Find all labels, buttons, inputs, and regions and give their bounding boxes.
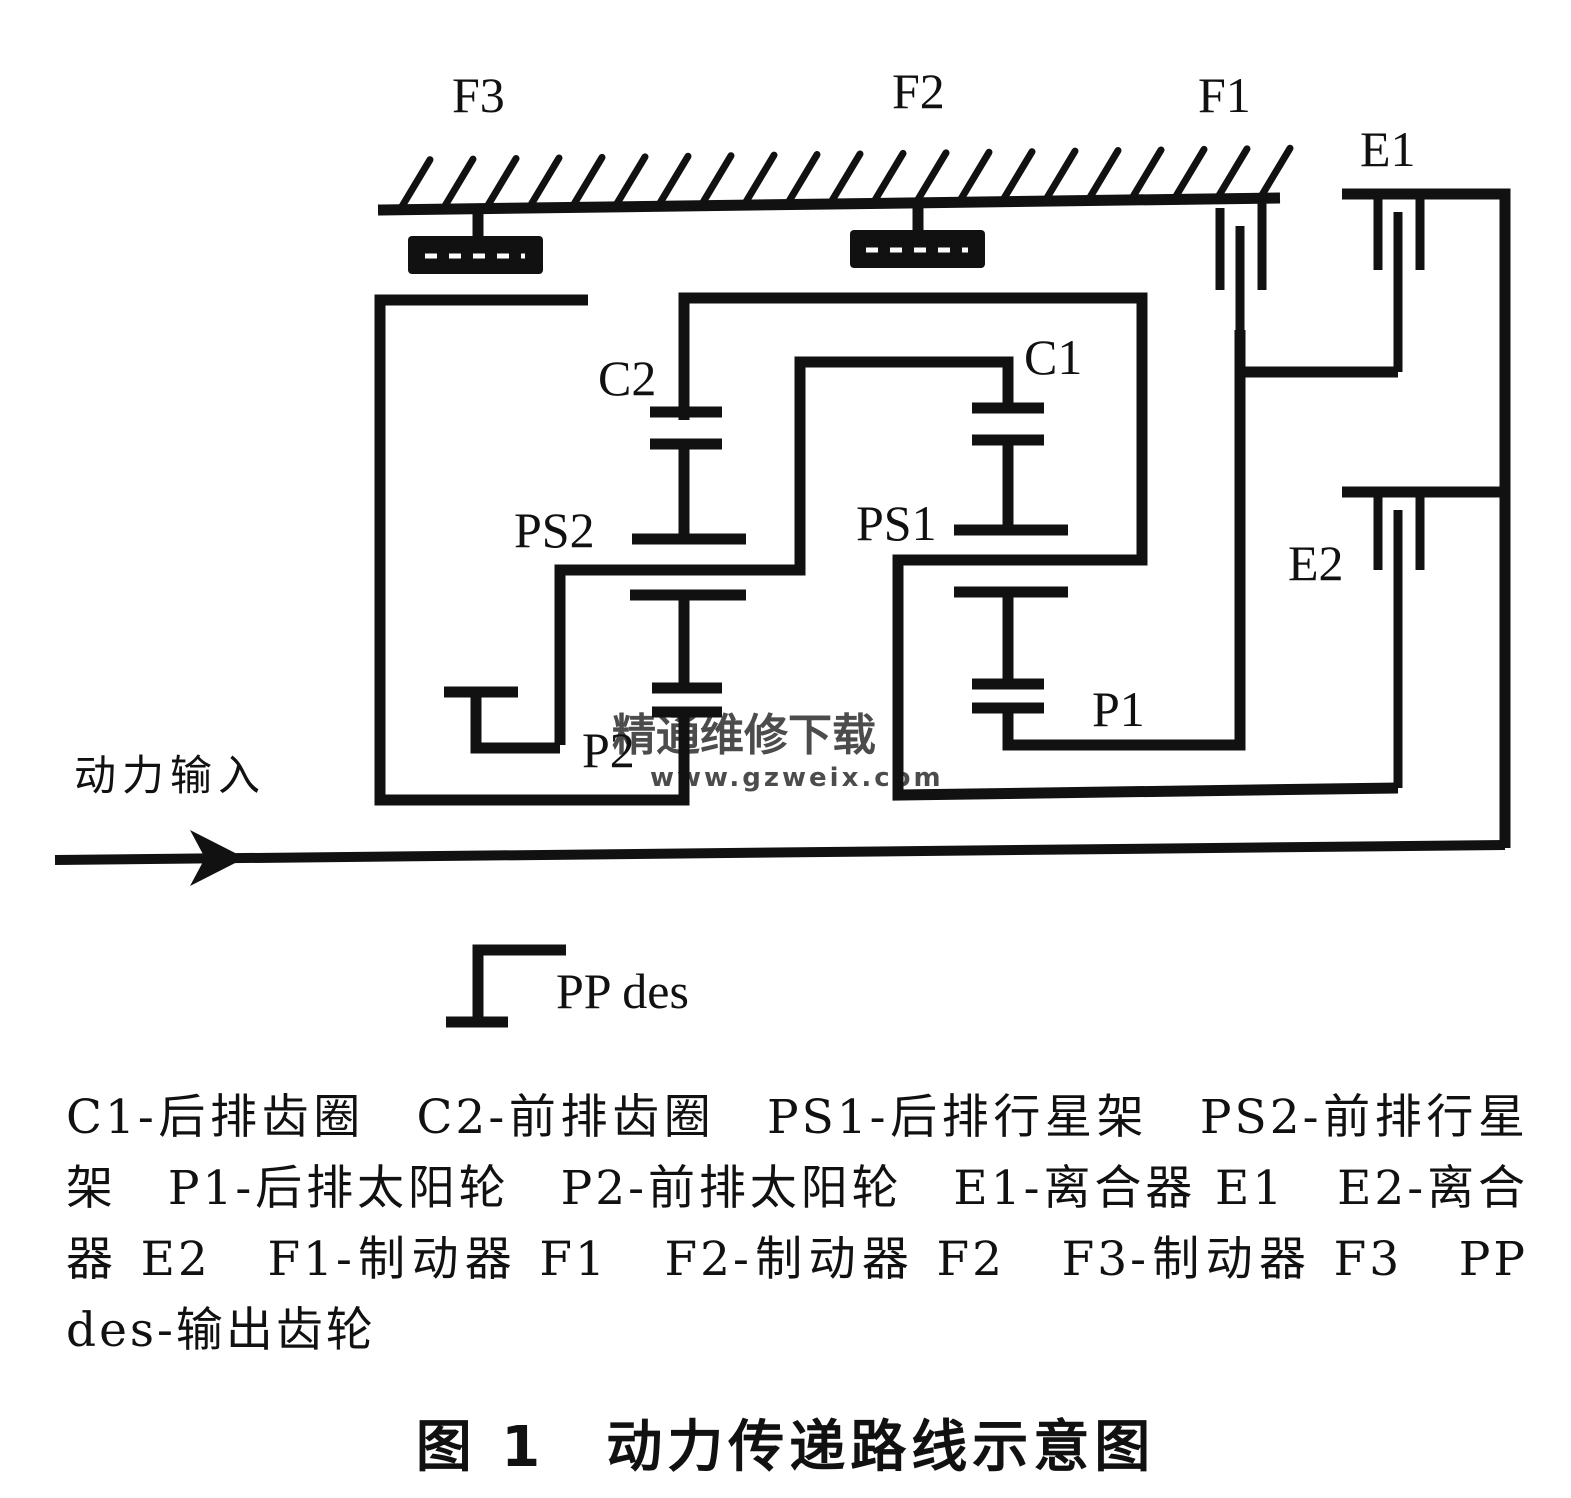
brake-f2 [850, 204, 985, 268]
hatch-mark [998, 148, 1036, 206]
hatch-mark [654, 152, 692, 210]
ring-gear-c2-drum [678, 292, 1399, 801]
hatch-mark [611, 153, 649, 211]
hatch-mark [697, 152, 735, 210]
hatch-mark [783, 151, 821, 209]
label-power-input: 动力输入 [74, 751, 266, 800]
figure-caption: 图 1 动力传递路线示意图 [415, 1415, 1156, 1480]
label-f2: F2 [892, 63, 945, 119]
hatch-mark [568, 153, 606, 211]
label-ps2: PS2 [514, 502, 595, 558]
hatch-mark [826, 150, 864, 208]
label-p2: P2 [582, 722, 635, 778]
hatch-mark [396, 156, 434, 214]
input-shaft [54, 840, 1506, 865]
label-c2: C2 [598, 350, 656, 406]
watermark-url: www.gzweix.com [650, 763, 944, 793]
label-p1: P1 [1092, 681, 1145, 737]
brake-f3 [408, 210, 543, 274]
watermark-name: 精通维修下载 [612, 710, 876, 761]
hatch-mark [869, 149, 907, 207]
hatch-mark [955, 148, 993, 206]
f1-hub-p1-link [1002, 330, 1246, 751]
label-f3: F3 [452, 67, 505, 123]
hatch-mark [1084, 147, 1122, 205]
label-e2: E2 [1288, 535, 1344, 591]
label-c1: C1 [1024, 329, 1082, 385]
clutch-e1 [1342, 188, 1511, 498]
hatch-mark [1041, 147, 1079, 205]
label-ps1: PS1 [856, 495, 937, 551]
label-e1: E1 [1360, 121, 1416, 177]
hatch-mark [482, 155, 520, 213]
hatch-mark [439, 155, 477, 213]
label-pp-des: PP des [556, 963, 689, 1019]
hatch-mark [1256, 144, 1294, 202]
ps2-c1-link [554, 356, 1014, 745]
housing-ground [377, 144, 1294, 216]
p2-sun-drum [444, 686, 560, 754]
input-arrow-icon [190, 830, 245, 886]
hatch-mark [740, 151, 778, 209]
f3-drum [374, 294, 690, 806]
hatch-mark [525, 154, 563, 212]
brake-f1 [1215, 200, 1267, 330]
hatch-mark [1170, 145, 1208, 203]
hatch-mark [1127, 146, 1165, 204]
hatch-mark [1213, 145, 1251, 203]
legend-text: C1-后排齿圈 C2-前排齿圈 PS1-后排行星架 PS2-前排行星架 P1-后… [66, 1090, 1528, 1358]
label-f1: F1 [1198, 67, 1251, 123]
clutch-e2 [1373, 492, 1425, 788]
pp-des-symbol [446, 944, 566, 1028]
housing-hatching [396, 144, 1294, 214]
power-transmission-diagram: F3 F2 F1 E1 C2 C1 PS2 PS1 E2 P1 P2 PP de… [54, 63, 1511, 1028]
hatch-mark [912, 149, 950, 207]
